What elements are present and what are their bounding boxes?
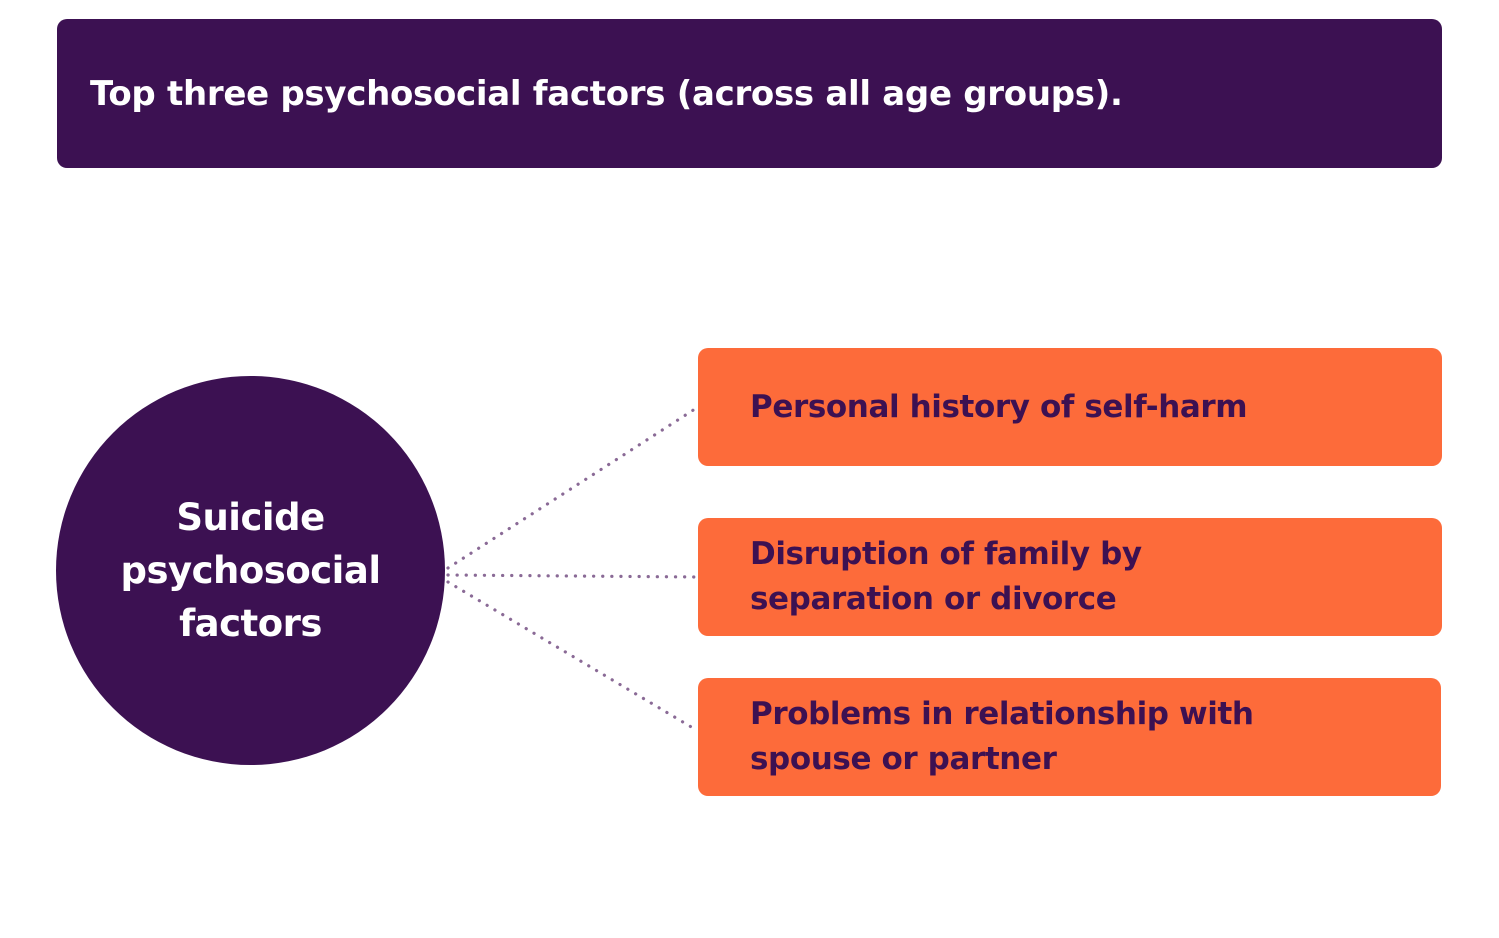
- diagram-title: Top three psychosocial factors (across a…: [90, 73, 1123, 114]
- connector-line-1: [446, 405, 700, 570]
- connector-line-2: [446, 573, 700, 579]
- hub-circle: Suicide psychosocial factors: [56, 376, 445, 765]
- factor-box-relationship-problems: Problems in relationship with spouse or …: [698, 678, 1441, 796]
- connector-line-3: [446, 580, 700, 733]
- factor-box-family-disruption: Disruption of family by separation or di…: [698, 518, 1442, 636]
- hub-label: Suicide psychosocial factors: [120, 496, 381, 645]
- factor-label: Personal history of self-harm: [750, 388, 1248, 425]
- factor-label: Problems in relationship with spouse or …: [750, 696, 1254, 777]
- factor-box-self-harm: Personal history of self-harm: [698, 348, 1442, 466]
- factor-label: Disruption of family by separation or di…: [750, 536, 1142, 617]
- title-banner: Top three psychosocial factors (across a…: [57, 19, 1442, 168]
